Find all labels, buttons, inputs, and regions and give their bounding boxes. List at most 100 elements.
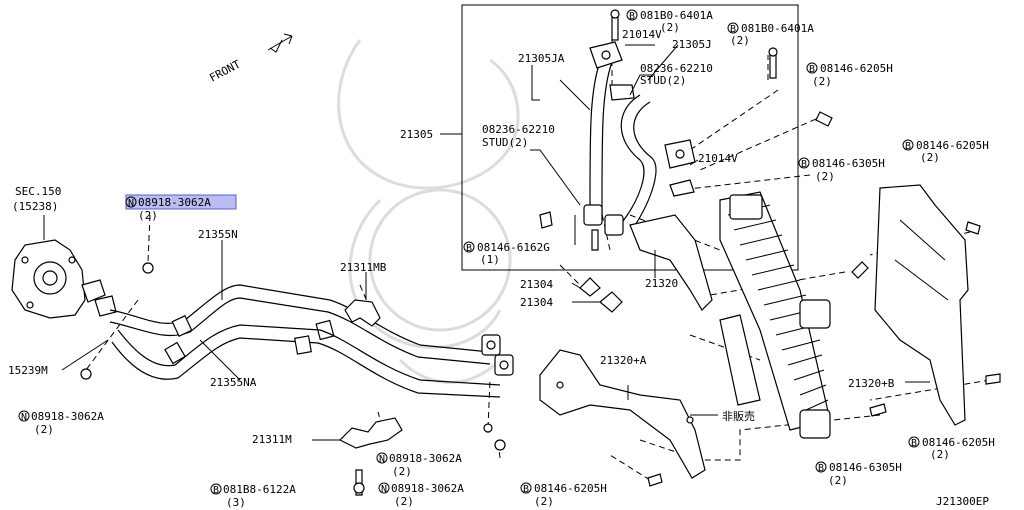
label-081B8-qty: (3) xyxy=(226,496,246,509)
oil-pump xyxy=(11,239,117,319)
b-circle-icon xyxy=(520,482,532,494)
pipe-assembly xyxy=(583,41,696,236)
label-21320B: 21320+B xyxy=(848,377,895,390)
b-mark: B xyxy=(809,64,815,75)
label-08918-bot: 08918-3062A xyxy=(391,482,464,495)
label-21320A: 21320+A xyxy=(600,354,647,367)
label-6305H-a: 08146-6305H xyxy=(812,157,885,170)
n-circle-icon xyxy=(125,196,137,208)
label-081B8: 081B8-6122A xyxy=(223,483,296,496)
label-08918-bot-qty: (2) xyxy=(394,495,414,508)
label-08918-left: 08918-3062A xyxy=(31,410,104,423)
label-6205H-c: 08146-6205H xyxy=(922,436,995,449)
label-6205H-d-qty: (2) xyxy=(534,495,554,508)
label-21311M: 21311M xyxy=(252,433,292,446)
assembly-box xyxy=(461,4,799,271)
label-081B0-b-qty: (2) xyxy=(730,34,750,47)
label-15239M: 15239M xyxy=(8,364,48,377)
label-stud-a: 08236-62210 xyxy=(640,62,713,75)
b-circle-icon xyxy=(908,436,920,448)
label-6305H-b-qty: (2) xyxy=(828,474,848,487)
label-stud-b-txt: STUD(2) xyxy=(482,136,528,149)
label-08918-mid: 08918-3062A xyxy=(389,452,462,465)
n-circle-icon xyxy=(378,482,390,494)
labels: SEC.150 (15238) N 08918-3062A (2) 21355N… xyxy=(8,9,995,509)
b-circle-icon xyxy=(626,9,638,21)
front-arrow: FRONT xyxy=(207,33,293,85)
bracket-21320A xyxy=(539,349,706,479)
label-6205H-c-qty: (2) xyxy=(930,448,950,461)
b-mark: B xyxy=(818,463,824,474)
b-circle-icon xyxy=(815,461,827,473)
n-circle-icon xyxy=(376,452,388,464)
label-08918-mid-qty: (2) xyxy=(392,465,412,478)
hose-lower xyxy=(111,324,501,398)
b-circle-icon xyxy=(727,22,739,34)
n-mark: N xyxy=(381,484,387,495)
oil-cooler xyxy=(719,191,831,439)
label-081B0-a: 081B0-6401A xyxy=(640,9,713,22)
label-21355N: 21355N xyxy=(198,228,238,241)
label-08146-6162G-qty: (1) xyxy=(480,253,500,266)
clamp-21311MB xyxy=(344,299,381,327)
label-08918-top-qty: (2) xyxy=(138,209,158,222)
b-mark: B xyxy=(466,243,472,254)
label-21355NA: 21355NA xyxy=(210,376,257,389)
label-sec150-ref: (15238) xyxy=(12,200,58,213)
label-stud-b: 08236-62210 xyxy=(482,123,555,136)
label-diagram-id: J21300EP xyxy=(936,495,989,508)
n-mark: N xyxy=(21,412,27,423)
hose-upper xyxy=(109,284,491,365)
watermark xyxy=(337,39,520,384)
label-6205H-a-qty: (2) xyxy=(812,75,832,88)
label-08918-top[interactable]: 08918-3062A xyxy=(138,196,211,209)
hose-ends xyxy=(481,334,514,376)
label-6205H-a: 08146-6205H xyxy=(820,62,893,75)
b-circle-icon xyxy=(798,157,810,169)
shroud-21320B xyxy=(874,184,969,426)
label-6305H-a-qty: (2) xyxy=(815,170,835,183)
b-circle-icon xyxy=(902,139,914,151)
front-label: FRONT xyxy=(207,57,243,84)
b-mark: B xyxy=(911,438,917,449)
label-08146-6162G: 08146-6162G xyxy=(477,241,550,254)
label-081B0-b: 081B0-6401A xyxy=(741,22,814,35)
label-6205H-b: 08146-6205H xyxy=(916,139,989,152)
label-21304-b: 21304 xyxy=(520,296,553,309)
n-mark: N xyxy=(128,198,134,209)
front-arrow-icon xyxy=(267,33,293,51)
label-stud-a-txt: STUD(2) xyxy=(640,74,686,87)
label-6205H-b-qty: (2) xyxy=(920,151,940,164)
n-mark: N xyxy=(379,454,385,465)
fasteners xyxy=(80,9,1001,496)
label-21320: 21320 xyxy=(645,277,678,290)
b-mark: B xyxy=(629,11,635,22)
label-21014V-a: 21014V xyxy=(622,28,662,41)
label-6205H-d: 08146-6205H xyxy=(534,482,607,495)
label-21305J: 21305J xyxy=(672,38,712,51)
b-circle-icon xyxy=(210,483,222,495)
b-mark: B xyxy=(730,24,736,35)
label-21304-a: 21304 xyxy=(520,278,553,291)
b-mark: B xyxy=(523,484,529,495)
b-mark: B xyxy=(213,485,219,496)
bracket-21320 xyxy=(629,214,713,311)
label-08918-left-qty: (2) xyxy=(34,423,54,436)
b-mark: B xyxy=(905,141,911,152)
label-not-for-sale: 非販売 xyxy=(722,410,755,423)
b-mark: B xyxy=(801,159,807,170)
label-21014V-b: 21014V xyxy=(698,152,738,165)
label-21305JA: 21305JA xyxy=(518,52,565,65)
label-6305H-b: 08146-6305H xyxy=(829,461,902,474)
clamp-21311M xyxy=(338,417,403,449)
b-circle-icon xyxy=(463,241,475,253)
label-leaders xyxy=(43,44,930,441)
label-21311MB: 21311MB xyxy=(340,261,387,274)
label-081B0-a-qty: (2) xyxy=(660,21,680,34)
label-21305: 21305 xyxy=(400,128,433,141)
b-circle-icon xyxy=(806,62,818,74)
label-sec150: SEC.150 xyxy=(15,185,61,198)
grommets-21304 xyxy=(579,277,623,313)
n-circle-icon xyxy=(18,410,30,422)
